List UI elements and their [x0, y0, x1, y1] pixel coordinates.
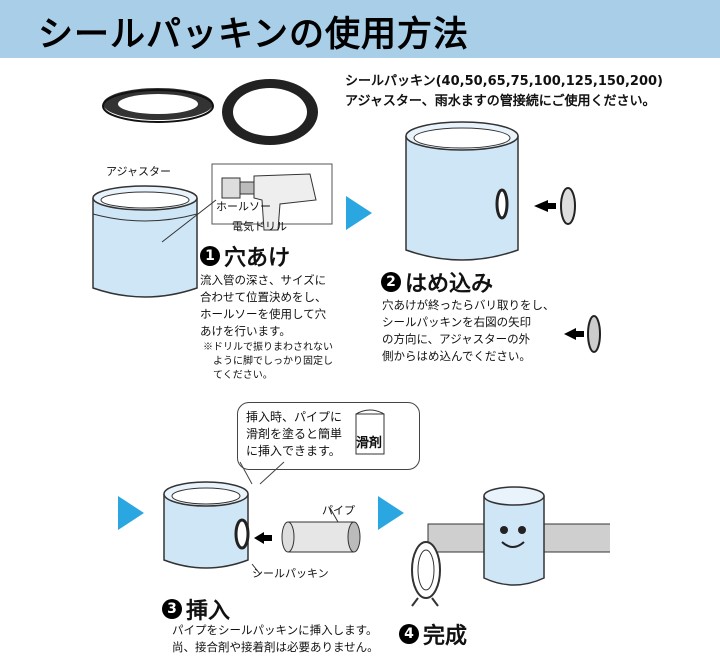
lubricant-can-icon [355, 409, 385, 455]
step3-desc-line: パイプをシールパッキンに挿入します。 [172, 623, 378, 637]
intro-line-2: アジャスター、雨水ますの管接続にご使用ください。 [345, 94, 656, 109]
step2-title: はめ込み [405, 272, 494, 297]
step4-number: 4 [399, 624, 419, 644]
adjuster-illustration [92, 185, 198, 298]
step1-desc-line: 合わせて位置決めをし、 [200, 290, 327, 304]
step3-number: 3 [162, 599, 182, 619]
step3-desc-line: 尚、接合剤や接着剤は必要ありません。 [172, 640, 379, 654]
step2-desc-line: の方向に、アジャスターの外 [382, 332, 531, 346]
label-seal-packing: シールパッキン [252, 567, 329, 580]
label-drill: 電気ドリル [232, 220, 287, 233]
adjuster-step2-illustration [405, 121, 576, 261]
step1-desc-line: 流入管の深さ、サイズに [200, 273, 327, 287]
step1-description: 流入管の深さ、サイズに 合わせて位置決めをし、 ホールソーを使用して穴 あけを行… [200, 272, 327, 340]
step3-title: 挿入 [186, 599, 231, 624]
step3-description: パイプをシールパッキンに挿入します。 尚、接合剤や接着剤は必要ありません。 [172, 622, 379, 656]
tip-line: 滑剤を塗ると簡単 [246, 427, 343, 441]
arrow-right-icon [378, 496, 404, 530]
step1-note-line: ように脚でしっかり固定し [213, 356, 333, 367]
arrow-right-icon [118, 496, 144, 530]
label-holesaw: ホールソー [216, 200, 271, 213]
seal-packing-images [102, 79, 318, 145]
label-adjuster: アジャスター [106, 165, 172, 178]
intro-line-1: シールパッキン(40,50,65,75,100,125,150,200) [345, 74, 663, 89]
step2-desc-line: 側からはめ込んでください。 [382, 349, 531, 363]
tip-bubble: 挿入時、パイプに 滑剤を塗ると簡単 に挿入できます。 [237, 402, 420, 470]
tip-line: に挿入できます。 [246, 444, 341, 458]
drill-illustration [161, 163, 333, 243]
step1-heading: 1 穴あけ [200, 240, 290, 272]
step1-desc-line: ホールソーを使用して穴 [200, 307, 327, 321]
step2-description: 穴あけが終ったらバリ取りをし、 シールパッキンを右図の矢印 の方向に、アジャスタ… [382, 297, 555, 365]
step2-heading: 2 はめ込み [381, 266, 493, 298]
title-bar [0, 0, 720, 58]
step1-note-line: ※ドリルで振りまわされない [203, 342, 333, 353]
step4-title: 完成 [423, 624, 468, 649]
packing-insert-icon [564, 315, 601, 353]
intro-text: シールパッキン(40,50,65,75,100,125,150,200) アジャ… [345, 72, 663, 112]
step1-note: ※ドリルで振りまわされない ように脚でしっかり固定し てください。 [203, 341, 333, 383]
label-pipe: パイプ [322, 504, 355, 517]
step4-heading: 4 完成 [399, 618, 467, 650]
completed-illustration [411, 486, 610, 607]
step2-desc-line: シールパッキンを右図の矢印 [382, 315, 532, 329]
pipe-insert-illustration [163, 461, 361, 575]
step1-title: 穴あけ [224, 246, 291, 271]
step3-heading: 3 挿入 [162, 593, 230, 625]
step2-number: 2 [381, 272, 401, 292]
step1-note-line: てください。 [213, 370, 273, 381]
step1-number: 1 [200, 246, 220, 266]
step2-desc-line: 穴あけが終ったらバリ取りをし、 [382, 298, 555, 312]
lubricant-label: 滑剤 [356, 436, 383, 451]
tip-line: 挿入時、パイプに [246, 410, 343, 424]
step1-desc-line: あけを行います。 [200, 324, 291, 338]
page-title: シールパッキンの使用方法 [38, 15, 469, 55]
arrow-right-icon [346, 196, 372, 230]
